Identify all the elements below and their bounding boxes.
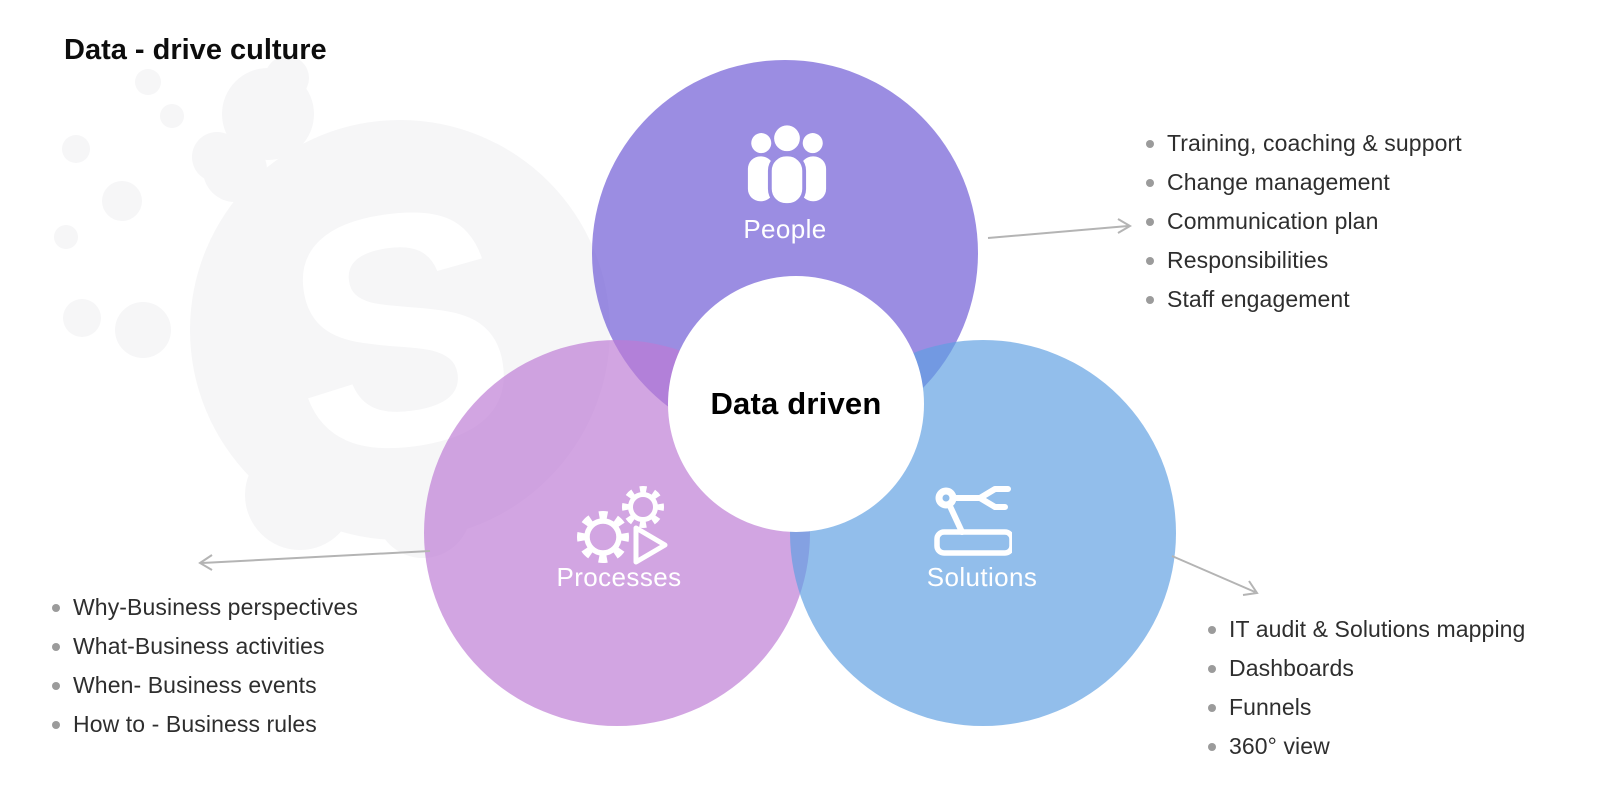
- bullet-dot: [1146, 178, 1154, 187]
- logo-dot: [102, 181, 142, 221]
- list-item: What-Business activities: [52, 627, 358, 666]
- list-item-text: Responsibilities: [1167, 247, 1329, 273]
- list-item-text: Training, coaching & support: [1167, 130, 1462, 156]
- list-item: Staff engagement: [1146, 280, 1462, 319]
- people-icon: [747, 125, 827, 206]
- list-item: When- Business events: [52, 666, 358, 705]
- bullet-dot: [1208, 703, 1216, 712]
- bullet-dot: [1146, 295, 1154, 304]
- people-label: People: [743, 214, 827, 244]
- people-list: Training, coaching & support Change mana…: [1146, 124, 1462, 319]
- logo-dot: [160, 104, 184, 128]
- bullet-dot: [52, 642, 60, 651]
- robot-arm-icon: [934, 486, 1012, 556]
- list-item: Change management: [1146, 163, 1462, 202]
- logo-dot: [135, 69, 161, 95]
- logo-dot: [265, 56, 309, 100]
- list-item-text: How to - Business rules: [73, 711, 317, 737]
- list-item: Why-Business perspectives: [52, 588, 358, 627]
- gears-icon: [577, 486, 668, 565]
- page-title: Data - drive culture: [64, 34, 327, 66]
- logo-dot: [115, 302, 171, 358]
- list-item-text: What-Business activities: [73, 633, 325, 659]
- bullet-dot: [52, 681, 60, 690]
- solutions-label: Solutions: [926, 562, 1038, 592]
- list-item-text: Dashboards: [1229, 655, 1355, 681]
- bullet-dot: [1208, 625, 1216, 634]
- list-item: IT audit & Solutions mapping: [1208, 610, 1525, 649]
- processes-label: Processes: [556, 562, 682, 592]
- list-item: Responsibilities: [1146, 241, 1462, 280]
- list-item: Training, coaching & support: [1146, 124, 1462, 163]
- logo-blob: [245, 440, 355, 550]
- center-label: Data driven: [710, 386, 882, 421]
- list-item-text: Why-Business perspectives: [73, 594, 358, 620]
- bullet-dot: [1146, 256, 1154, 265]
- bullet-dot: [52, 720, 60, 729]
- list-item-text: 360° view: [1229, 733, 1330, 759]
- logo-dot: [62, 135, 90, 163]
- logo-dot: [63, 299, 101, 337]
- processes-list: Why-Business perspectives What-Business …: [52, 588, 358, 744]
- list-item-text: When- Business events: [73, 672, 317, 698]
- bullet-dot: [1146, 217, 1154, 226]
- list-item-text: Communication plan: [1167, 208, 1379, 234]
- arrow-to-people-list: [987, 218, 1132, 239]
- list-item-text: Change management: [1167, 169, 1390, 195]
- list-item-text: Staff engagement: [1167, 286, 1350, 312]
- bullet-dot: [52, 603, 60, 612]
- list-item: Communication plan: [1146, 202, 1462, 241]
- center-circle: Data driven: [668, 276, 924, 532]
- bullet-dot: [1146, 139, 1154, 148]
- bullet-dot: [1208, 664, 1216, 673]
- logo-dot: [192, 132, 242, 182]
- logo-dot: [54, 225, 78, 249]
- arrow-to-solutions-list: [1171, 555, 1259, 596]
- list-item: How to - Business rules: [52, 705, 358, 744]
- list-item: Funnels: [1208, 688, 1525, 727]
- list-item: 360° view: [1208, 727, 1525, 766]
- bullet-dot: [1208, 742, 1216, 751]
- list-item: Dashboards: [1208, 649, 1525, 688]
- list-item-text: Funnels: [1229, 694, 1312, 720]
- list-item-text: IT audit & Solutions mapping: [1229, 616, 1526, 642]
- solutions-list: IT audit & Solutions mapping Dashboards …: [1208, 610, 1525, 766]
